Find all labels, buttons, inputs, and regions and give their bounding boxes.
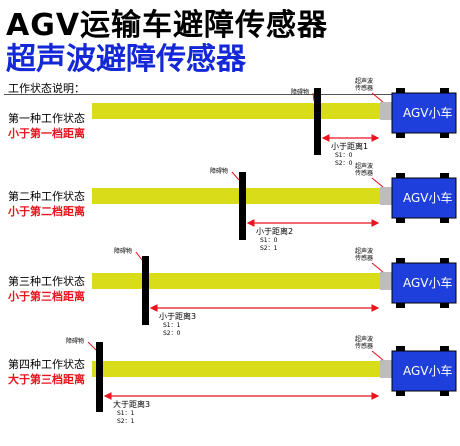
sensor-pointer xyxy=(371,350,384,361)
ultrasonic-sensor xyxy=(380,187,392,205)
wheel xyxy=(396,302,405,308)
agv-car xyxy=(391,262,457,304)
switch-s1: S1：1 xyxy=(117,410,135,417)
sensor-pointer xyxy=(371,92,384,103)
state-name: 第二种工作状态 xyxy=(8,190,85,203)
state-condition: 小于第一档距离 xyxy=(8,127,85,140)
agv-car xyxy=(391,350,457,392)
wheel xyxy=(396,346,405,352)
sensor-label: 超声波 xyxy=(355,163,374,170)
wheel xyxy=(396,88,405,94)
state-name: 第一种工作状态 xyxy=(8,112,85,125)
state-condition: 小于第三档距离 xyxy=(8,290,85,303)
sensor-label: 传感器 xyxy=(355,255,374,262)
sensor-beam xyxy=(92,103,380,119)
wheel xyxy=(440,217,449,223)
car-label: AGV小车 xyxy=(403,276,453,290)
agv-car xyxy=(391,177,457,219)
obstacle-label: 障碍物 xyxy=(114,248,133,255)
state-condition: 大于第三档距离 xyxy=(8,373,85,386)
section-label: 工作状态说明： xyxy=(8,82,85,95)
state-name: 第三种工作状态 xyxy=(8,275,85,288)
title-line1: AGV运输车避障传感器 xyxy=(6,8,329,43)
sensor-label: 传感器 xyxy=(355,343,374,350)
ultrasonic-sensor xyxy=(380,360,392,378)
wheel xyxy=(396,217,405,223)
wheel xyxy=(440,132,449,138)
obstacle-label: 障碍物 xyxy=(66,338,85,345)
ultrasonic-sensor xyxy=(380,102,392,120)
state-name: 第四种工作状态 xyxy=(8,358,85,371)
wheel xyxy=(440,390,449,396)
sensor-beam xyxy=(92,273,380,289)
state-condition: 小于第二档距离 xyxy=(8,205,85,218)
sensor-label: 超声波 xyxy=(355,336,374,343)
distance-label: 大于距离3 xyxy=(113,400,151,409)
switch-s1: S1：0 xyxy=(335,152,353,159)
obstacle-bar xyxy=(96,342,103,412)
obstacle-pointer xyxy=(135,251,143,261)
obstacle-label: 障碍物 xyxy=(291,89,310,96)
sensor-label: 传感器 xyxy=(355,85,374,92)
agv-car xyxy=(391,92,457,134)
sensor-label: 超声波 xyxy=(355,248,374,255)
obstacle-pointer xyxy=(312,92,315,102)
switch-s2: S2：1 xyxy=(117,418,135,425)
ultrasonic-sensor xyxy=(380,272,392,290)
sensor-pointer xyxy=(371,177,384,188)
obstacle-pointer xyxy=(87,341,97,351)
wheel xyxy=(440,173,449,179)
wheel xyxy=(440,88,449,94)
distance-label: 小于距离1 xyxy=(331,142,369,151)
sensor-pointer xyxy=(371,262,384,273)
obstacle-bar xyxy=(142,256,149,325)
wheel xyxy=(440,302,449,308)
sensor-beam xyxy=(92,361,380,377)
obstacle-pointer xyxy=(231,171,240,181)
section-divider xyxy=(4,94,456,95)
obstacle-bar xyxy=(239,172,246,240)
car-label: AGV小车 xyxy=(403,106,453,120)
switch-s2: S2：0 xyxy=(335,160,353,167)
wheel xyxy=(396,173,405,179)
wheel xyxy=(440,346,449,352)
switch-s2: S2：0 xyxy=(163,330,181,337)
wheel xyxy=(396,132,405,138)
title-line2: 超声波避障传感器 xyxy=(6,42,246,77)
obstacle-label: 障碍物 xyxy=(210,168,229,175)
sensor-beam xyxy=(92,188,380,204)
distance-label: 小于距离3 xyxy=(159,312,197,321)
wheel xyxy=(440,258,449,264)
distance-label: 小于距离2 xyxy=(256,227,294,236)
sensor-label: 传感器 xyxy=(355,170,374,177)
switch-s2: S2：1 xyxy=(260,245,278,252)
wheel xyxy=(396,258,405,264)
wheel xyxy=(396,390,405,396)
sensor-label: 超声波 xyxy=(355,78,374,85)
switch-s1: S1：1 xyxy=(163,322,181,329)
car-label: AGV小车 xyxy=(403,364,453,378)
car-label: AGV小车 xyxy=(403,191,453,205)
obstacle-bar xyxy=(314,88,321,155)
switch-s1: S1：0 xyxy=(260,237,278,244)
